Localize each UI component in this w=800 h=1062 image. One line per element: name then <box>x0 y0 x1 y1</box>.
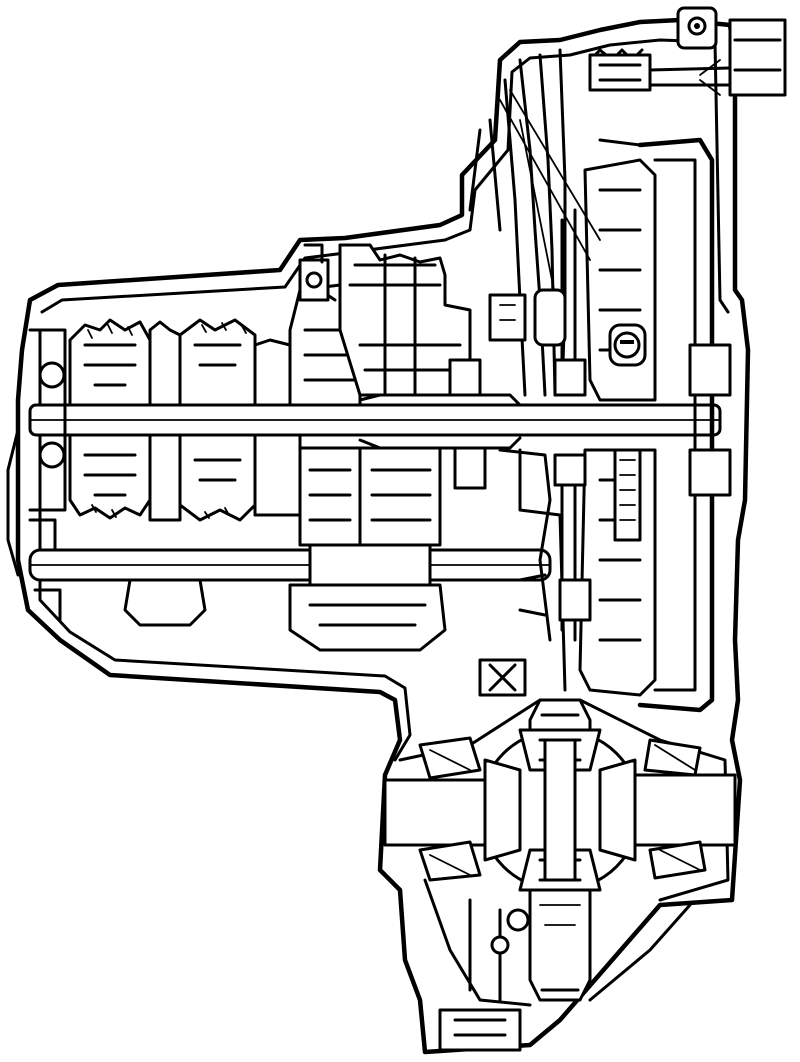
lower-gear-set <box>68 433 447 652</box>
bearing-supports <box>448 358 587 697</box>
shift-fork-assembly <box>28 328 67 622</box>
output-shaft <box>28 543 552 587</box>
differential-assembly <box>383 698 737 1052</box>
speedometer-drive <box>298 243 592 622</box>
clutch-assembly <box>560 137 732 713</box>
release-fork-mechanism <box>468 6 787 397</box>
upper-gear-set <box>68 243 472 407</box>
input-shaft <box>28 393 722 450</box>
